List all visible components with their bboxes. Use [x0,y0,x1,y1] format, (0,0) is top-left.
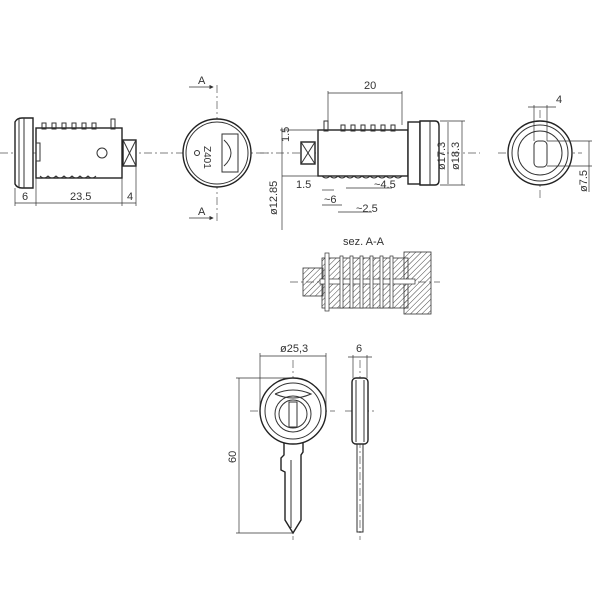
cylinder-side-view-right [260,91,480,230]
section-marker-bottom: A [198,206,206,218]
dim-diameter-inner-head: ø17.3 [436,142,448,170]
dim-key-total-length: 60 [227,451,239,463]
dim-tip-offset: 1.5 [296,179,311,191]
dim-pin-span: 20 [364,80,376,92]
cylinder-side-view-left [0,117,160,206]
dim-body-length: 23.5 [70,191,91,203]
engraving-text: Z401 [201,146,212,169]
dim-pin-spacing: ~4.5 [374,179,396,191]
dim-diameter-body: ø12.85 [268,181,280,215]
dim-pin-start: ~6 [324,194,337,206]
cylinder-front-view [160,84,270,222]
section-marker-top: A [198,75,206,87]
key-front-view [236,353,335,540]
dim-tip-length: 4 [127,191,133,203]
dim-key-thickness: 6 [356,343,362,355]
section-a-a-view [290,251,440,315]
dim-slot-width: 4 [556,94,562,106]
dim-head-width: 6 [22,191,28,203]
cylinder-rear-view [498,105,592,198]
dim-diameter-outer-head: ø18.3 [450,142,462,170]
key-side-view [345,355,376,540]
dim-offset-top: 1.5 [280,127,292,142]
dim-slot-diameter: ø7.5 [578,170,590,192]
dim-pin-pitch: ~2.5 [356,203,378,215]
section-title: sez. A-A [343,236,385,248]
dim-key-head-diameter: ø25,3 [280,343,308,355]
